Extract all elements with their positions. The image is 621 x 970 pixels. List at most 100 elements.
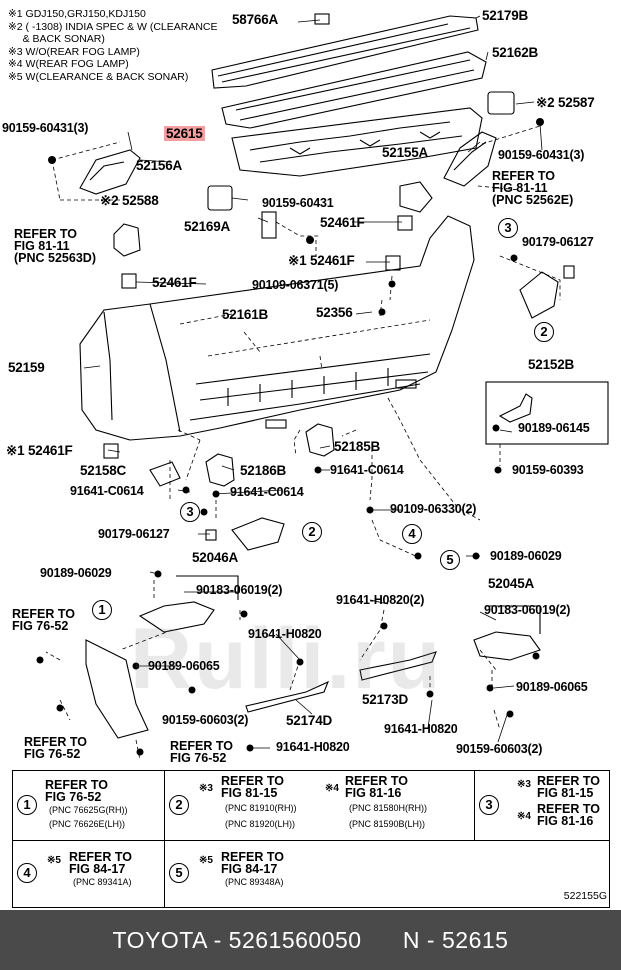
legend-num-5: 5 xyxy=(169,863,189,883)
label-52461F-a[interactable]: 52461F xyxy=(320,215,365,230)
callout-2-bottom[interactable]: 2 xyxy=(302,522,322,542)
label-91641-H0820-c[interactable]: 91641-H0820 xyxy=(384,722,458,736)
bumper-energy-absorber-outline xyxy=(221,51,487,129)
callout-1[interactable]: 1 xyxy=(92,600,112,620)
label-52461F-d[interactable]: ※1 52461F xyxy=(6,443,73,458)
bracket-52186B-outline xyxy=(205,453,235,487)
label-90189-06029-b[interactable]: 90189-06029 xyxy=(490,549,562,563)
watermark: Rulli.ru xyxy=(130,611,443,707)
label-90189-06145[interactable]: 90189-06145 xyxy=(518,421,590,435)
label-90109-06330-2[interactable]: 90109-06330(2) xyxy=(390,502,477,516)
callout-4[interactable]: 4 xyxy=(402,524,422,544)
legend-cell-3[interactable]: 3 ※3 REFER TO FIG 81-15 ※4 REFER TO FIG … xyxy=(475,771,609,840)
label-90183-06019-2-a[interactable]: 90183-06019(2) xyxy=(196,583,283,597)
label-52159[interactable]: 52159 xyxy=(8,360,45,375)
clip-52461F-a xyxy=(397,215,413,231)
brace-52174D xyxy=(245,680,330,713)
label-52179B[interactable]: 52179B xyxy=(482,8,529,23)
parts-exploded-diagram xyxy=(36,13,609,761)
label-90189-06065-b[interactable]: 90189-06065 xyxy=(516,680,588,694)
part-footer-bar: TOYOTA - 5261560050 N - 52615 xyxy=(0,910,621,970)
label-91641-H0820-2[interactable]: 91641-H0820(2) xyxy=(336,593,425,607)
bracket-52046A-outline xyxy=(138,601,215,633)
fog-lamp-right xyxy=(519,271,559,319)
bracket-52155A-outline xyxy=(443,131,497,187)
label-52615-highlighted[interactable]: 52615 xyxy=(164,126,205,141)
label-52046A[interactable]: 52046A xyxy=(192,550,239,565)
callout-3-bottom[interactable]: 3 xyxy=(180,502,200,522)
bracket-52169A xyxy=(261,211,277,239)
label-91641-C0614-c[interactable]: 91641-C0614 xyxy=(230,485,304,499)
label-52461F-c[interactable]: 52461F xyxy=(152,275,197,290)
label-90189-06029-a[interactable]: 90189-06029 xyxy=(40,566,112,580)
label-52155A[interactable]: 52155A xyxy=(382,145,429,160)
bracket-52045A-outline xyxy=(473,631,541,661)
footer-pnc[interactable]: 52615 xyxy=(441,927,509,953)
label-90159-60431-3-right[interactable]: 90159-60431(3) xyxy=(498,148,585,162)
label-90159-60431-3-left[interactable]: 90159-60431(3) xyxy=(2,121,89,135)
legend-cell-5[interactable]: 5 ※5 REFER TO FIG 84-17 (PNC 89348A) xyxy=(165,841,475,907)
sensor-52588 xyxy=(207,185,233,211)
bracket-52156A-outline xyxy=(79,149,141,195)
label-52173D[interactable]: 52173D xyxy=(362,692,409,707)
label-52185B[interactable]: 52185B xyxy=(334,439,381,454)
callout-5[interactable]: 5 xyxy=(440,550,460,570)
label-52587[interactable]: ※2 52587 xyxy=(536,95,595,110)
note-2: ※2 ( -1308) INDIA SPEC & W (CLEARANCE xyxy=(8,20,218,33)
bracket-52185B-outline xyxy=(305,423,335,457)
label-52169A[interactable]: 52169A xyxy=(184,219,231,234)
label-91641-C0614-b[interactable]: 91641-C0614 xyxy=(70,484,144,498)
label-90183-06019-2-b[interactable]: 90183-06019(2) xyxy=(484,603,571,617)
label-52356[interactable]: 52356 xyxy=(316,305,353,320)
label-90179-06127-a[interactable]: 90179-06127 xyxy=(522,235,594,249)
label-52174D[interactable]: 52174D xyxy=(286,713,333,728)
legend-cell-2[interactable]: 2 ※3 REFER TO FIG 81-15 (PNC 81910(RH)) … xyxy=(165,771,475,840)
label-52045A[interactable]: 52045A xyxy=(488,576,535,591)
label-90189-06065-a[interactable]: 90189-06065 xyxy=(148,659,220,673)
footer-separator-2: N - xyxy=(361,927,442,953)
label-91641-H0820-a[interactable]: 91641-H0820 xyxy=(248,627,322,641)
label-90109-06371-5[interactable]: 90109-06371(5) xyxy=(252,278,339,292)
callout-2-top[interactable]: 2 xyxy=(534,322,554,342)
label-52161B[interactable]: 52161B xyxy=(222,307,269,322)
label-52162B[interactable]: 52162B xyxy=(492,45,539,60)
label-90179-06127-b[interactable]: 90179-06127 xyxy=(98,527,170,541)
label-91641-H0820-b[interactable]: 91641-H0820 xyxy=(276,740,350,754)
rear-bumper-reinforcement-outline xyxy=(211,15,479,89)
label-52461F-b[interactable]: ※1 52461F xyxy=(288,253,355,268)
label-52156A[interactable]: 52156A xyxy=(136,158,183,173)
legend-table: 1 REFER TO FIG 76-52 (PNC 76625G(RH)) (P… xyxy=(12,770,610,908)
legend-row-1: 1 REFER TO FIG 76-52 (PNC 76625G(RH)) (P… xyxy=(13,771,609,841)
label-58766A[interactable]: 58766A xyxy=(232,12,279,27)
callout-3-top[interactable]: 3 xyxy=(498,218,518,238)
mud-guard xyxy=(85,639,149,739)
bracket-52158C-outline xyxy=(149,461,181,487)
legend-cell-4[interactable]: 4 ※5 REFER TO FIG 84-17 (PNC 89341A) xyxy=(13,841,165,907)
legend-cell-1[interactable]: 1 REFER TO FIG 76-52 (PNC 76625G(RH)) (P… xyxy=(13,771,165,840)
label-90159-60431[interactable]: 90159-60431 xyxy=(262,196,334,210)
legend-num-3: 3 xyxy=(479,795,499,815)
label-52588[interactable]: ※2 52588 xyxy=(100,193,159,208)
label-52152B[interactable]: 52152B xyxy=(528,357,575,372)
sensor-52587 xyxy=(487,91,515,115)
label-91641-C0614-a[interactable]: 91641-C0614 xyxy=(330,463,404,477)
footer-separator-1: - xyxy=(206,927,229,953)
label-90159-60603-2-b[interactable]: 90159-60603(2) xyxy=(456,742,543,756)
fog-lamp-left xyxy=(231,517,285,551)
label-90159-60603-2-a[interactable]: 90159-60603(2) xyxy=(162,713,249,727)
reflector-bracket-right xyxy=(399,181,433,213)
clip-58766A xyxy=(314,13,330,25)
legend-row-2: 4 ※5 REFER TO FIG 84-17 (PNC 89341A) 5 ※… xyxy=(13,841,609,907)
label-52186B[interactable]: 52186B xyxy=(240,463,287,478)
label-52158C[interactable]: 52158C xyxy=(80,463,127,478)
footer-part-number[interactable]: 5261560050 xyxy=(228,927,362,953)
retainer-52615-outline xyxy=(231,107,483,177)
note-5: ※5 W(CLEARANCE & BACK SONAR) xyxy=(8,70,189,83)
legend-num-2: 2 xyxy=(169,795,189,815)
label-90159-60393[interactable]: 90159-60393 xyxy=(512,463,584,477)
